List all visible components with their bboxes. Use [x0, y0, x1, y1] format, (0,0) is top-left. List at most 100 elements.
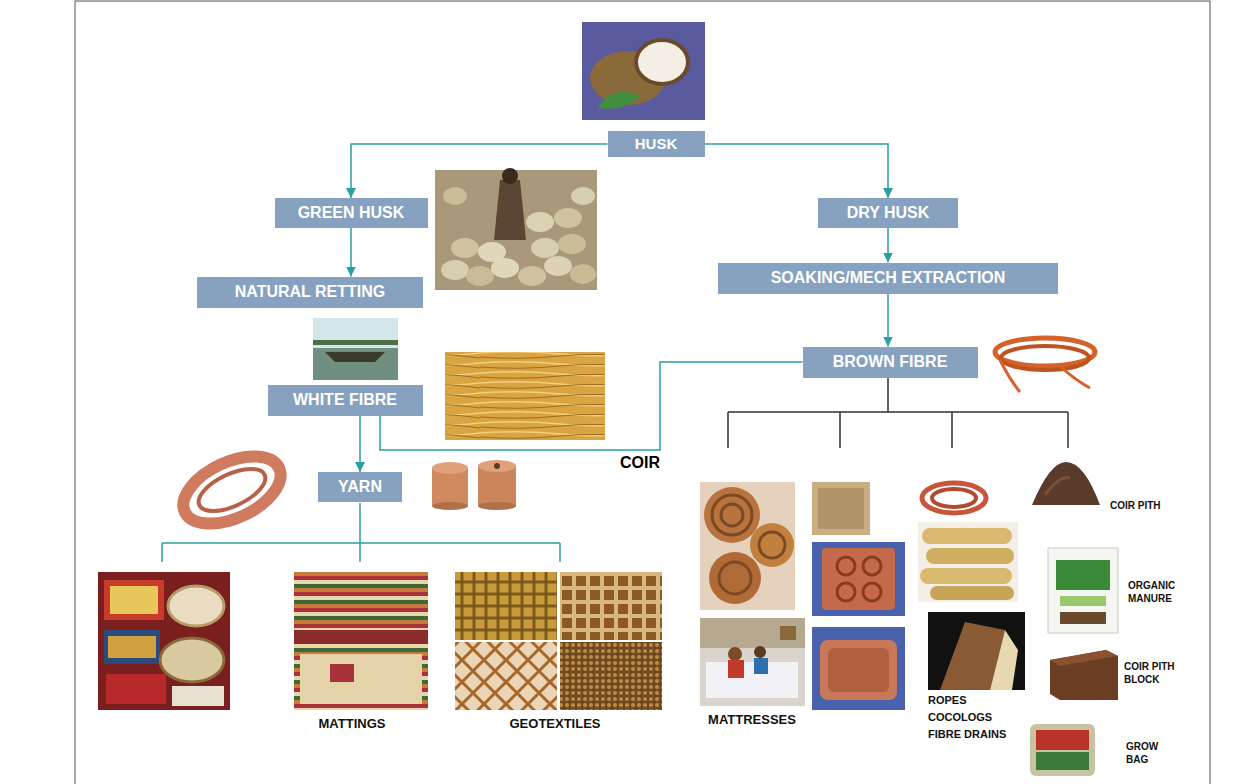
green-husk-photo: [494, 180, 526, 240]
coir-sheet-photo: [812, 482, 870, 535]
product-label: ROPES: [928, 694, 967, 708]
brown-fibre-bracket: [728, 378, 1068, 448]
mattress-photo: [780, 626, 796, 640]
green-husk-photo: [451, 238, 479, 258]
mattings-photo: [294, 630, 428, 644]
rope-coils-photo: [704, 487, 760, 543]
coconut-photo: [582, 22, 705, 120]
geotextiles-photo: [560, 572, 662, 640]
retting-photo: [313, 318, 398, 348]
manure-bag: [1060, 612, 1106, 624]
brown-fibre-bracket: [728, 378, 1068, 448]
green-husk-photo: [443, 187, 467, 205]
process-box: YARN: [318, 472, 402, 502]
box-label: GREEN HUSK: [298, 204, 405, 222]
coir-sheet-photo: [812, 482, 870, 535]
product-label: FIBRE DRAINS: [928, 728, 1006, 742]
mattress-photo: [728, 647, 742, 661]
yarn-spools: [432, 460, 516, 510]
flow-connector: [887, 228, 889, 263]
brown-fibre-coil: [995, 338, 1095, 392]
green-husk-photo: [435, 170, 597, 290]
manure-bag: [1056, 560, 1110, 590]
flow-connector: [359, 416, 361, 473]
product-label: MATTINGS: [319, 716, 386, 732]
manure-bag: [1048, 548, 1118, 633]
rope-coil: [932, 489, 976, 507]
rope-coil: [922, 483, 986, 513]
rope-coils-photo: [700, 482, 795, 610]
cocologs-photo: [920, 568, 1012, 584]
flow-connector: [351, 144, 608, 198]
coconut-photo: [598, 92, 640, 109]
yarn-spools: [432, 462, 468, 474]
mats-photo: [104, 630, 160, 664]
coir-tray-photo: [828, 648, 889, 692]
white-fibre-photo: [445, 352, 605, 440]
box-label: NATURAL RETTING: [235, 283, 386, 301]
mats-photo: [172, 686, 224, 706]
grow-bag: [1030, 724, 1095, 776]
brown-fibre-coil: [1000, 360, 1090, 392]
mats-photo: [108, 636, 156, 658]
yarn-spools: [478, 460, 516, 472]
green-husk-photo: [518, 266, 546, 286]
process-box: HUSK: [608, 131, 705, 157]
yarn-bracket: [162, 503, 560, 562]
moulded-pad-photo: [837, 557, 855, 575]
product-label: GEOTEXTILES: [509, 716, 600, 732]
white-fibre-photo: [445, 352, 605, 440]
yarn-coil: [173, 443, 291, 538]
green-husk-photo: [441, 260, 469, 280]
green-husk-photo: [435, 168, 597, 290]
rope-coils-photo: [750, 523, 794, 567]
coir-tray-photo: [812, 627, 905, 710]
yarn-coil: [173, 443, 291, 538]
box-label: SOAKING/MECH EXTRACTION: [771, 269, 1006, 287]
flow-connector: [705, 144, 889, 198]
green-husk-photo: [571, 187, 595, 205]
pith-block: [1050, 650, 1118, 666]
coir-pith-pile: [1032, 462, 1100, 505]
product-label: MATTRESSES: [708, 712, 796, 728]
rope-coils-photo: [712, 495, 752, 535]
process-box: DRY HUSK: [818, 198, 958, 228]
coir-pith-pile: [1032, 462, 1100, 505]
grow-bag: [1036, 752, 1089, 770]
product-label: COIR PITH: [1110, 500, 1161, 513]
process-box: NATURAL RETTING: [197, 277, 423, 308]
coconut-photo: [582, 22, 705, 120]
flow-connector: [380, 362, 803, 450]
mattings-photo: [330, 664, 354, 682]
rope-coils-photo: [759, 532, 785, 558]
green-husk-photo: [558, 234, 586, 254]
grow-bag: [1030, 724, 1095, 776]
coir-pith-pile: [1045, 478, 1070, 495]
green-husk-photo: [544, 256, 572, 276]
mats-photo: [106, 674, 166, 704]
geotextiles-photo: [455, 572, 662, 710]
manure-bag: [1048, 548, 1118, 633]
mattings-photo: [294, 572, 428, 710]
process-box: BROWN FIBRE: [803, 347, 978, 378]
fibre-drain-photo: [928, 612, 1025, 690]
rope-coils-photo: [709, 552, 761, 604]
retting-photo: [313, 318, 398, 380]
moulded-pad-photo: [863, 583, 881, 601]
product-label: COIR PITH BLOCK: [1124, 661, 1196, 686]
cocologs-photo: [922, 528, 1012, 544]
mats-photo: [160, 638, 224, 682]
geotextiles-photo: [560, 642, 662, 710]
mattings-photo: [294, 572, 428, 710]
coir-tray-photo: [820, 640, 897, 700]
process-box: GREEN HUSK: [275, 198, 428, 228]
rope-coils-photo: [700, 482, 795, 610]
fibre-drain-photo: [928, 612, 1025, 690]
mattress-photo: [754, 646, 766, 658]
rope-coils-photo: [719, 562, 751, 594]
mattress-photo: [700, 618, 805, 706]
green-husk-photo: [502, 168, 518, 184]
mattress-photo: [706, 662, 798, 698]
